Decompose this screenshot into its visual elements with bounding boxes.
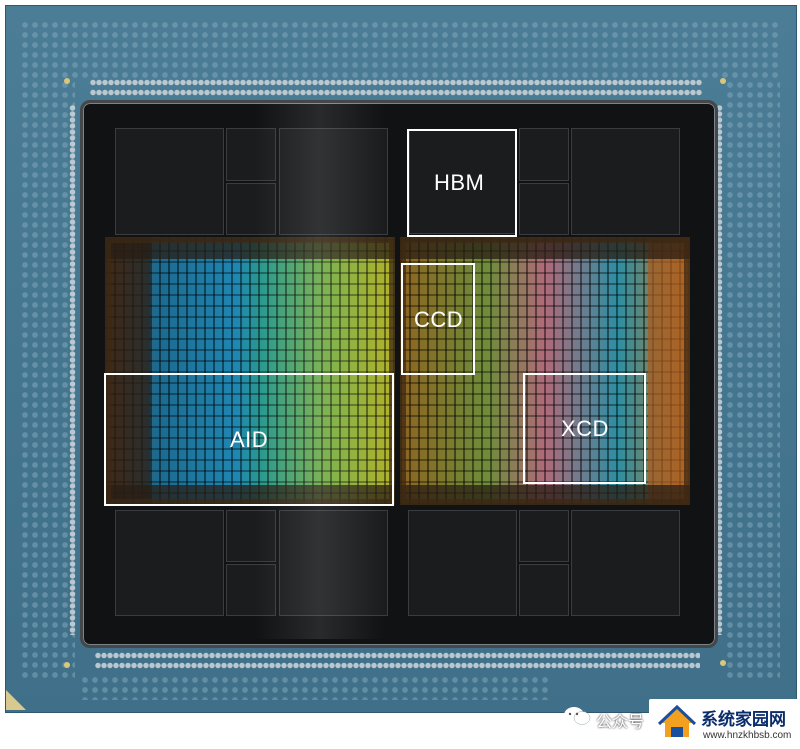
hbm-stack [115,510,224,616]
hbm-stack-small [519,510,569,562]
hbm-stack [115,128,224,235]
fiducial-dot [720,660,726,666]
aid-highlight-box [104,373,394,506]
hbm-highlight-box [407,129,517,237]
site-url: www.hnzkhbsb.com [703,730,792,741]
pin1-marker [6,690,26,710]
die-circuit-pattern [400,237,690,505]
die-io-strip [105,485,395,505]
house-logo-icon [657,704,697,737]
hbm-stack [571,128,680,235]
left-compute-die [105,237,395,505]
hbm-stack-small [226,564,276,616]
hbm-stack [409,130,517,234]
lid-reflection [255,103,385,639]
die-io-strip [648,237,690,505]
bottom-pin-row [95,651,700,660]
hbm-stack-small [519,564,569,616]
hbm-stack-small [519,183,569,235]
ccd-label: CCD [414,307,464,332]
hbm-stack-small [519,128,569,181]
watermark-channel-text: 公众号 [596,714,645,731]
xcd-highlight-box [523,373,646,484]
hbm-stack-small [226,183,276,235]
right-compute-die [400,237,690,505]
substrate-dot-grid [20,80,75,680]
die-io-strip [400,485,690,505]
chat-bubble-icon [564,707,591,725]
hbm-stack [571,510,680,616]
ccd-highlight-box [401,263,475,375]
right-pin-column [715,105,724,635]
top-pin-row [90,78,702,87]
left-pin-column [68,105,77,635]
site-watermark-badge: 系统家园网 www.hnzkhbsb.com [649,699,800,749]
die-circuit-pattern [105,237,395,505]
fiducial-dot [64,78,70,84]
site-title: 系统家园网 [701,710,786,730]
hbm-stack-small [226,128,276,181]
hbm-stack [279,128,388,235]
xcd-label: XCD [561,416,609,441]
fiducial-dot [64,662,70,668]
die-io-strip [400,237,690,259]
fiducial-dot [720,78,726,84]
hbm-stack [408,510,517,616]
substrate-dot-grid [80,675,550,700]
substrate-dot-grid [20,20,780,80]
hbm-label: HBM [434,170,485,195]
aid-label: AID [230,427,269,452]
substrate-dot-grid [725,80,780,680]
hbm-stack [279,510,388,616]
top-pin-row [90,88,702,97]
bottom-pin-row [95,661,700,670]
hbm-stack-small [226,510,276,562]
die-io-strip [105,237,395,259]
die-io-strip [105,237,150,505]
